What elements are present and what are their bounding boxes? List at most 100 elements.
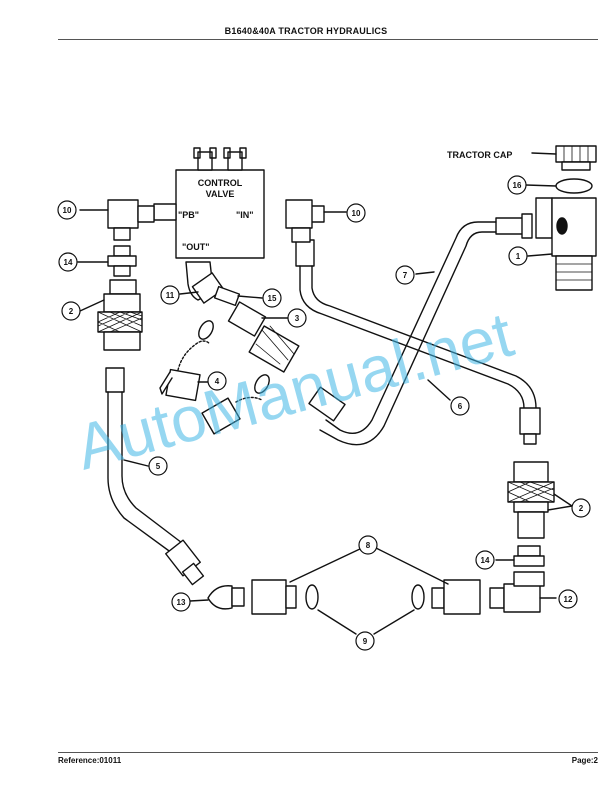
tractor-cap-grip <box>563 145 589 163</box>
leader-2-right-b <box>553 493 573 507</box>
part-14-left-top <box>113 245 131 257</box>
leader-2-right <box>547 505 573 511</box>
callout-11-circle <box>160 285 180 305</box>
leader-1 <box>527 253 553 257</box>
leader-11 <box>179 291 199 295</box>
callout-10-right: 10 <box>352 209 361 218</box>
callout-8-circle <box>358 535 378 555</box>
leader-8-left <box>289 547 363 583</box>
callout-3: 3 <box>295 314 300 323</box>
callout-10-left-circle <box>57 200 77 220</box>
tractor-cap-body <box>555 145 597 163</box>
control-valve-body <box>175 169 265 259</box>
part-14-left-hex <box>107 255 137 267</box>
part-14-right-top <box>517 545 541 557</box>
part-7-hose-edge-b <box>319 231 497 446</box>
callout-9: 9 <box>363 637 368 646</box>
leader-15 <box>237 295 263 299</box>
part-3-knurl <box>248 325 300 373</box>
callout-1-circle <box>508 246 528 266</box>
part-8-right-nut <box>431 587 445 609</box>
part-6-hose-edge-a <box>299 265 525 409</box>
part-5-hose-edge-a <box>107 391 177 557</box>
part-6-bottom-end <box>519 407 541 435</box>
part-7-top-end <box>495 217 525 235</box>
part-7-top-nut <box>521 213 533 239</box>
part-9-right-oring <box>411 584 425 610</box>
callout-12: 12 <box>564 595 573 604</box>
part-3-knurl-line-a <box>261 329 289 361</box>
callout-8: 8 <box>366 541 371 550</box>
part-10-left-stem <box>113 227 131 241</box>
part-12-stem <box>513 571 545 587</box>
leader-6 <box>427 379 451 401</box>
control-valve-label-1: CONTROL <box>198 178 243 188</box>
part-2-right-body <box>513 501 549 513</box>
part-10-left-nut <box>137 205 155 223</box>
part-5-bottom-nut <box>181 562 205 586</box>
footer-page-number: Page:2 <box>571 756 598 765</box>
callout-6-circle <box>450 396 470 416</box>
part-13-cap <box>207 585 233 610</box>
leader-16 <box>525 184 557 187</box>
leader-9-left <box>317 609 357 635</box>
callout-14-left: 14 <box>64 258 73 267</box>
leader-2-left <box>79 299 105 312</box>
port-pb-label: "PB" <box>178 210 199 220</box>
callout-9-circle <box>355 631 375 651</box>
callout-7-circle <box>395 265 415 285</box>
valve-top-fitting-left <box>197 151 213 171</box>
valve-top-fitting-right <box>227 151 243 171</box>
callout-2-left-circle <box>61 301 81 321</box>
callout-14-right-circle <box>475 550 495 570</box>
leader-9-right <box>373 609 415 635</box>
callout-5-circle <box>148 456 168 476</box>
part-4-cap-lip <box>159 371 173 395</box>
part-12-nut <box>489 587 505 609</box>
part-13-nut <box>231 587 245 607</box>
part-4-plug-chain <box>235 396 263 403</box>
leader-tractor-cap <box>531 152 557 155</box>
callout-10-left: 10 <box>63 206 72 215</box>
control-valve-label-2: VALVE <box>206 189 235 199</box>
valve-top-fitting-right-cap <box>223 147 231 159</box>
callout-3-circle <box>287 308 307 328</box>
callout-7: 7 <box>403 271 408 280</box>
part-1-port <box>556 217 568 235</box>
callout-1: 1 <box>516 252 521 261</box>
port-in-label: "IN" <box>236 210 254 220</box>
part-1-threads <box>555 263 593 281</box>
callout-11: 11 <box>166 291 175 300</box>
footer-rule <box>58 752 598 753</box>
part-3-nipple <box>227 301 267 337</box>
part-3-knurl-line-c <box>255 343 281 365</box>
leader-7 <box>415 271 435 275</box>
part-10-right-stem <box>291 227 311 243</box>
page-title: B1640&40A TRACTOR HYDRAULICS <box>224 26 388 36</box>
part-3-oring <box>198 320 214 340</box>
callout-6: 6 <box>458 402 463 411</box>
part-3-knurl-line-b <box>269 325 295 355</box>
part-6-bottom-nut <box>523 433 537 445</box>
callout-2-right: 2 <box>579 504 584 513</box>
valve-top-fitting-right-cap-2 <box>239 147 247 159</box>
callout-2-right-circle <box>571 498 591 518</box>
part-2-right-sleeve <box>513 461 549 483</box>
part-2-left-knurl-pattern <box>97 311 143 333</box>
valve-top-fitting-left-cap-2 <box>209 147 217 159</box>
part-14-right-hex <box>513 555 545 567</box>
leader-8-right <box>375 547 449 585</box>
part-12-elbow <box>503 583 541 613</box>
callout-5: 5 <box>156 462 161 471</box>
header-rule <box>58 39 598 40</box>
callout-15-circle <box>262 288 282 308</box>
callout-12-circle <box>558 589 578 609</box>
part-10-left-elbow <box>107 199 139 229</box>
part-10-right-elbow <box>285 199 313 229</box>
footer-reference: Reference:01011 <box>58 756 122 765</box>
callout-16: 16 <box>513 181 522 190</box>
part-9-left-oring <box>305 584 319 610</box>
part-3-oring-2 <box>254 374 270 394</box>
valve-top-fitting-left-cap <box>193 147 201 159</box>
